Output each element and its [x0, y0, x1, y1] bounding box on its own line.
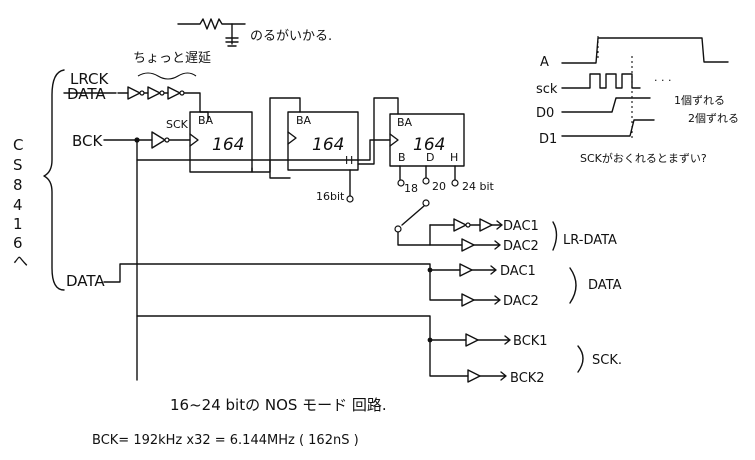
data-dac2-label: DAC2 — [503, 294, 539, 309]
svg-text:· · ·: · · · — [654, 74, 671, 87]
svg-text:D1: D1 — [539, 132, 557, 147]
svg-text:H: H — [450, 151, 458, 164]
svg-text:S: S — [13, 156, 23, 174]
svg-text:BA: BA — [198, 114, 214, 127]
lrck-label: LRCK — [70, 70, 110, 88]
sck-group-label: SCK. — [592, 353, 622, 368]
lr-dac2-label: DAC2 — [503, 239, 539, 254]
bck1-label: BCK1 — [513, 334, 548, 349]
svg-text:H: H — [345, 154, 353, 167]
data-struck-label: DATA — [67, 85, 106, 103]
sck-tag: SCK — [166, 118, 189, 131]
data-label: DATA — [66, 272, 105, 290]
timing-chart: A sck D0 D1 · · · — [536, 36, 729, 147]
svg-text:6: 6 — [13, 234, 23, 252]
svg-text:C: C — [13, 136, 23, 154]
svg-text:D: D — [426, 151, 434, 164]
svg-text:BA: BA — [397, 116, 413, 129]
lr-data-outputs — [429, 218, 503, 252]
data-dac1-label: DAC1 — [500, 264, 536, 279]
delay-brace — [137, 72, 197, 80]
data-bracket — [569, 267, 577, 304]
top-note: のるがいかる. — [250, 29, 332, 44]
bck-buffer — [103, 131, 191, 149]
lrck-delay-chain — [117, 86, 209, 121]
side-label: C S 8 4 1 6 へ — [13, 136, 28, 270]
svg-text:164: 164 — [212, 135, 244, 155]
svg-text:4: 4 — [13, 196, 23, 214]
bck-outputs — [136, 315, 511, 383]
svg-text:1: 1 — [13, 215, 23, 233]
svg-text:D0: D0 — [536, 106, 554, 121]
sck-bracket — [577, 345, 584, 373]
delay-note: ちょっと遅延 — [133, 51, 211, 66]
cascade-1-2 — [251, 97, 301, 173]
diagram-title: 16~24 bitの NOS モード 回路. — [170, 396, 387, 414]
lr-dac1-label: DAC1 — [503, 219, 539, 234]
bit16-label: 16bit — [316, 190, 345, 203]
bit20-label: 20 — [432, 180, 446, 193]
lr-data-label: LR-DATA — [563, 233, 617, 248]
bit-selector-switch — [394, 199, 431, 246]
svg-text:へ: へ — [13, 252, 28, 270]
bck2-label: BCK2 — [510, 371, 545, 386]
svg-text:164: 164 — [413, 135, 445, 155]
left-brace — [43, 69, 65, 291]
chip-1: BA 164 — [189, 111, 253, 173]
svg-text:A: A — [540, 55, 549, 70]
bck-formula: BCK= 192kHz x32 = 6.144MHz ( 162nS ) — [92, 433, 359, 448]
bit-taps — [346, 165, 459, 203]
cascade-2-3 — [357, 97, 399, 165]
timing-question: SCKがおくれるとまずい? — [580, 151, 707, 165]
svg-text:B: B — [398, 151, 406, 164]
bck-label: BCK — [72, 132, 104, 150]
lr-bracket — [552, 221, 558, 251]
svg-text:164: 164 — [312, 135, 344, 155]
pullup-resistor — [177, 18, 246, 47]
bit18-label: 18 — [404, 182, 418, 195]
svg-text:sck: sck — [536, 82, 558, 97]
svg-text:BA: BA — [296, 114, 312, 127]
data-outputs — [103, 263, 501, 307]
chip-3: BA 164 B D H — [389, 113, 465, 167]
svg-text:8: 8 — [13, 176, 23, 194]
chip-2: BA 164 H — [287, 111, 359, 171]
timing-note-1: 1個ずれる — [674, 94, 725, 107]
data-group-label: DATA — [588, 278, 622, 293]
timing-note-2: 2個ずれる — [688, 112, 739, 125]
bit24-label: 24 bit — [462, 180, 495, 193]
